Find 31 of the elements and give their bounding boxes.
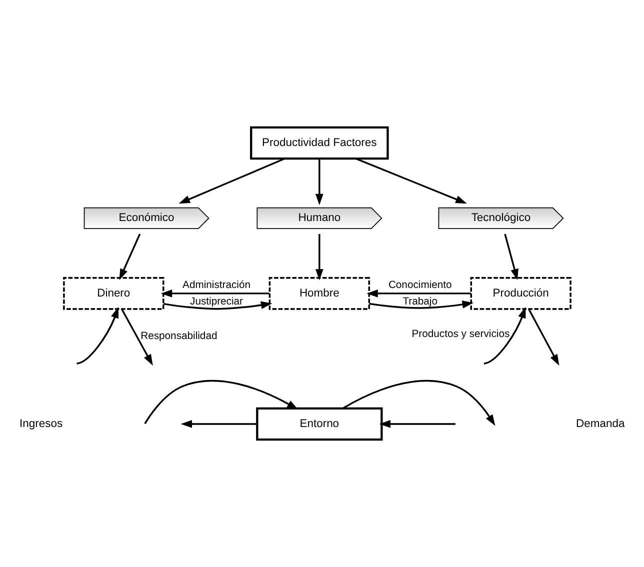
arrow: [180, 420, 257, 428]
edge-label: Responsabilidad: [140, 330, 218, 342]
arrow: [504, 234, 518, 280]
label: Ingresos: [20, 418, 63, 430]
arrow: [163, 301, 272, 310]
arrow: [379, 420, 456, 428]
label: Demanda: [576, 418, 625, 430]
edge-label: Administración: [182, 280, 251, 291]
arrow: [315, 158, 324, 206]
arrow: [356, 158, 467, 204]
edge-label: Justipreciar: [190, 296, 244, 308]
arrow: [144, 380, 298, 424]
edge-label: Trabajo: [402, 296, 438, 308]
arrow: [484, 306, 526, 364]
node-box: Entorno: [256, 407, 383, 441]
node-box: Hombre: [268, 277, 370, 310]
arrow: [366, 290, 471, 298]
arrow: [160, 290, 270, 298]
arrow: [518, 306, 560, 366]
arrow: [121, 308, 153, 366]
arrow: [369, 300, 474, 309]
edge-label: Productos y servicios: [412, 328, 510, 340]
node-box: Productividad Factores: [250, 126, 389, 160]
arrow: [119, 234, 141, 280]
arrow: [342, 380, 496, 426]
arrow: [315, 234, 324, 280]
edge-label: Conocimiento: [388, 280, 452, 291]
arrow: [178, 158, 285, 204]
arrow: [76, 306, 119, 364]
node-box: Producción: [470, 277, 572, 310]
node-box: Dinero: [63, 277, 164, 310]
